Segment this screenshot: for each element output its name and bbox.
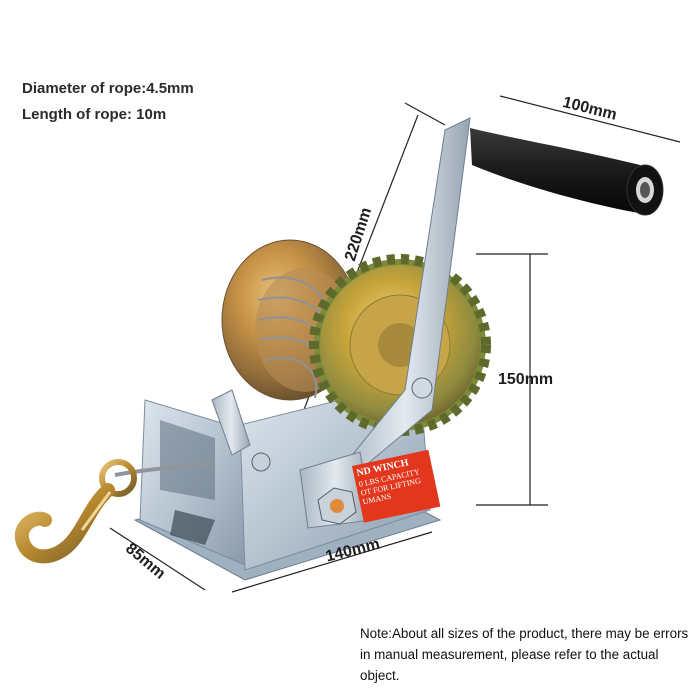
spec-rope-diameter: Diameter of rope:4.5mm [22,80,194,97]
crank-handle [470,128,664,216]
steel-cable [114,461,216,477]
dim-width-line [499,95,681,143]
hook [14,459,137,564]
hex-nut [317,487,357,525]
dim-length-line [231,531,433,593]
dimension-height-gear-label: 150mm [498,371,554,388]
measurement-note: Note:About all sizes of the product, the… [360,626,689,683]
gear-wheel [309,254,491,436]
dim-depth-line [109,527,206,591]
spec-rope-length: Length of rope: 10m [22,106,167,123]
ratchet-pawl [211,389,271,472]
dim-tick [404,102,446,126]
